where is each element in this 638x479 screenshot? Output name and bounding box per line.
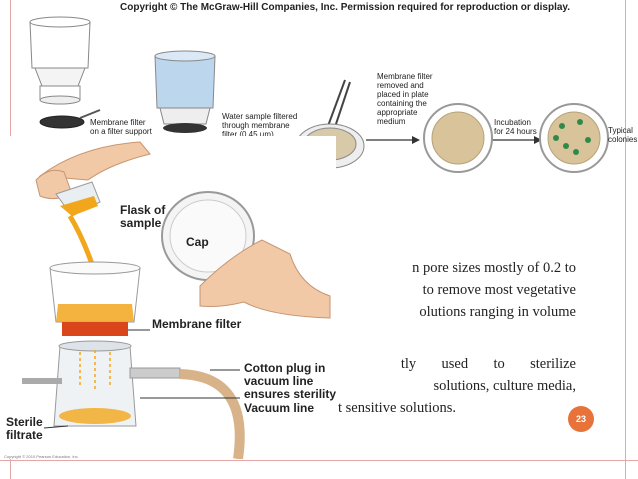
figure-credit: Copyright © 2010 Pearson Education, Inc. (4, 454, 79, 459)
body-line-3: olutions ranging in volume (419, 304, 576, 320)
right-rule (625, 0, 626, 479)
body-line-1: n pore sizes mostly of 0.2 to (412, 260, 576, 276)
label-vacuum-line: Vacuum line (244, 401, 315, 415)
page-number-badge: 23 (568, 406, 594, 432)
label-cap: Cap (186, 235, 209, 249)
label-membrane-filter: Membrane filter (152, 317, 242, 331)
body-line-6: t sensitive solutions. (338, 400, 457, 416)
body-line-5: solutions, culture media, (433, 378, 576, 394)
body-line-4: tly used to sterilize (400, 356, 576, 372)
copyright-header: Copyright © The McGraw-Hill Companies, I… (120, 2, 571, 13)
filtration-apparatus-illustration (22, 141, 331, 459)
bottom-rule (0, 460, 638, 461)
membrane-filter-process-diagram (29, 16, 609, 173)
body-line-2: to remove most vegetative (422, 282, 576, 298)
